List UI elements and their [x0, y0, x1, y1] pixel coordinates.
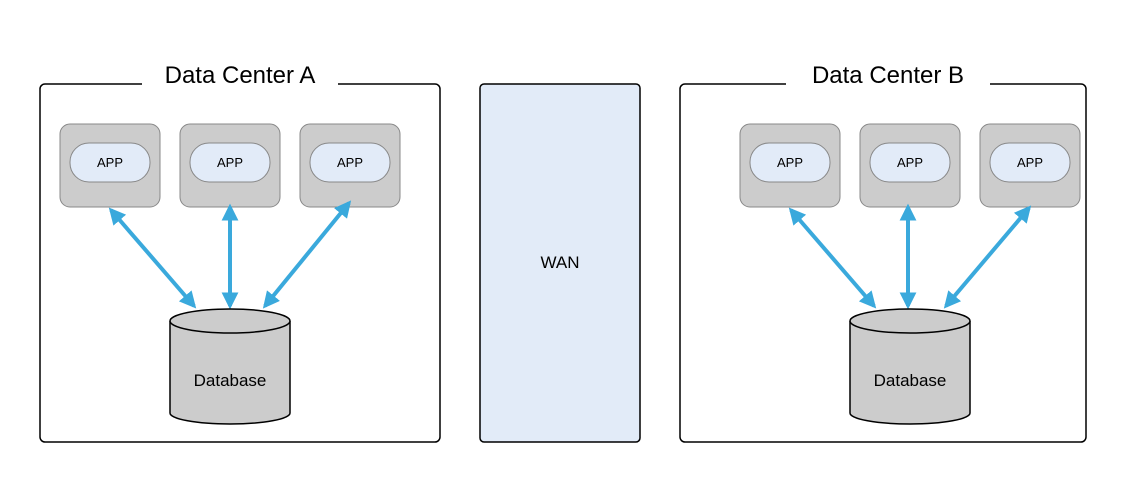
app-label: APP	[217, 155, 243, 170]
app-node[interactable]: APP	[979, 123, 1081, 208]
app-label: APP	[1017, 155, 1043, 170]
app-node-pill	[869, 142, 951, 183]
database-body	[849, 321, 971, 425]
app-node[interactable]: APP	[179, 123, 281, 208]
wan-label: WAN	[540, 253, 579, 272]
app-node[interactable]: APP	[299, 123, 401, 208]
database-label: Database	[194, 371, 267, 390]
bidirectional-arrow	[108, 207, 197, 309]
database-top	[849, 308, 971, 334]
data-center-a-title-gap	[142, 80, 338, 88]
app-node[interactable]: APP	[739, 123, 841, 208]
database-label: Database	[874, 371, 947, 390]
app-node-pill	[749, 142, 831, 183]
app-node[interactable]: APP	[59, 123, 161, 208]
database-cylinder[interactable]: Database	[169, 308, 291, 425]
bidirectional-arrow	[262, 200, 352, 309]
bidirectional-arrow	[943, 205, 1032, 309]
data-center-b-title-gap	[786, 80, 990, 88]
data-center-a-title: Data Center A	[165, 62, 316, 89]
app-label: APP	[337, 155, 363, 170]
bidirectional-arrow	[788, 207, 877, 309]
wan-block[interactable]: WAN	[479, 83, 641, 443]
app-node-pill	[309, 142, 391, 183]
database-body	[169, 321, 291, 425]
data-center-b-title: Data Center B	[812, 62, 964, 89]
app-node[interactable]: APP	[859, 123, 961, 208]
app-node-pill	[989, 142, 1071, 183]
app-label: APP	[97, 155, 123, 170]
app-label: APP	[897, 155, 923, 170]
app-node-pill	[189, 142, 271, 183]
database-cylinder[interactable]: Database	[849, 308, 971, 425]
app-label: APP	[777, 155, 803, 170]
data-center-a: Data Center A APP APP APP	[39, 62, 441, 443]
data-center-b: Data Center B APP APP APP	[679, 62, 1087, 443]
app-node-pill	[69, 142, 151, 183]
database-top	[169, 308, 291, 334]
wan-frame	[479, 83, 641, 443]
